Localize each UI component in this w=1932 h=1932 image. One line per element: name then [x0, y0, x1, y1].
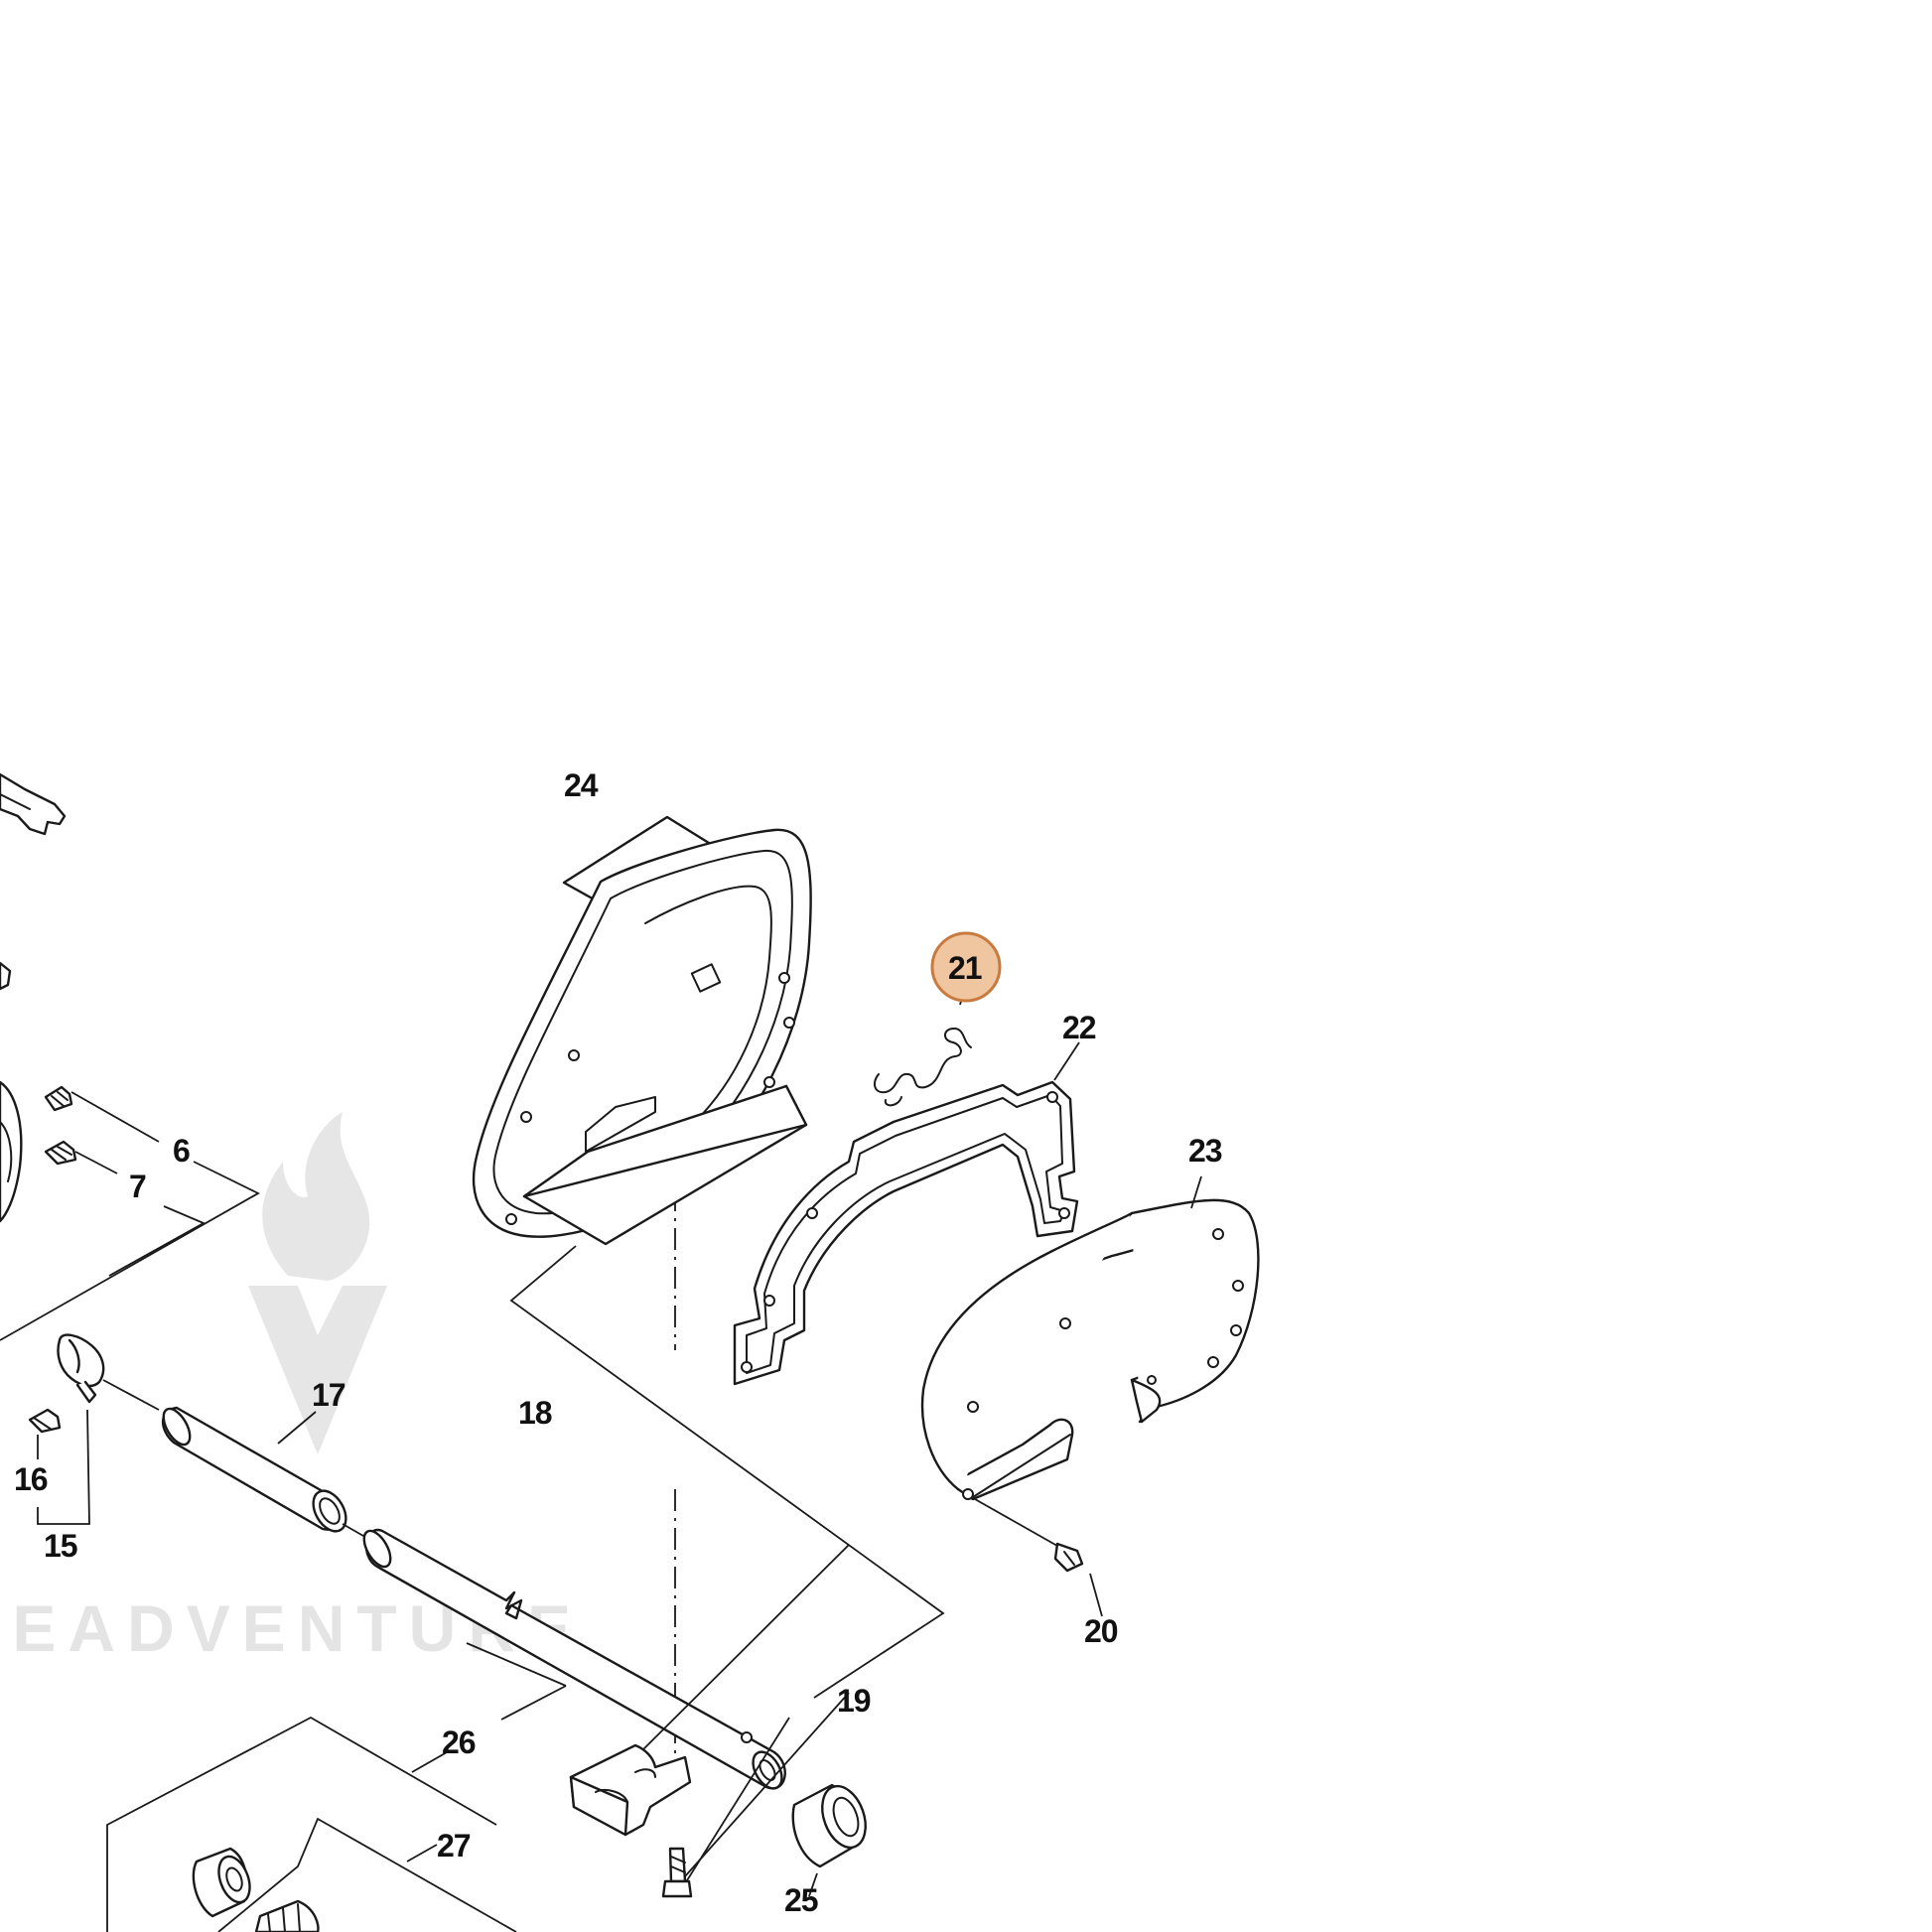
- part-19-leaders: [509, 1245, 945, 1897]
- part-6-screw: [44, 1085, 160, 1143]
- callout-23[interactable]: 23: [1188, 1133, 1223, 1169]
- part-15-clamp: [37, 1333, 160, 1525]
- flame-v-logo-icon: [248, 1112, 387, 1454]
- part-19-screw: [661, 1847, 693, 1898]
- part-27-assembly: [106, 1716, 517, 1932]
- highlight-circle[interactable]: [930, 931, 1002, 1003]
- part-20-screw: [974, 1498, 1103, 1617]
- callout-25[interactable]: 25: [784, 1882, 819, 1918]
- part-23-frame: [920, 1175, 1260, 1501]
- callout-22[interactable]: 22: [1062, 1010, 1097, 1045]
- highlight-marker-21[interactable]: [930, 931, 1002, 1003]
- partial-parts-left: [0, 772, 67, 1223]
- bracket-leaders-6-7: [0, 1161, 260, 1341]
- part-21-clip: [873, 982, 972, 1107]
- part-26-handlebar: [362, 1528, 786, 1790]
- part-18-cover: [472, 828, 812, 1246]
- callout-6[interactable]: 6: [173, 1133, 191, 1169]
- part-17-sleeve: [161, 1406, 378, 1545]
- part-25-bushing: [791, 1783, 867, 1897]
- callout-27[interactable]: 27: [437, 1828, 472, 1863]
- callout-16[interactable]: 16: [14, 1461, 49, 1497]
- part-16-screw: [28, 1408, 62, 1459]
- callout-20[interactable]: 20: [1084, 1613, 1119, 1649]
- part-7-screw: [44, 1140, 118, 1174]
- callout-21[interactable]: 21: [948, 950, 983, 986]
- callout-17[interactable]: 17: [312, 1377, 346, 1413]
- callout-labels: 24 21 22 23 6 7 17 18 16 15 20 19 26 27 …: [14, 767, 1223, 1918]
- part-19-clamp: [569, 1743, 692, 1837]
- callout-24[interactable]: 24: [564, 767, 600, 803]
- callout-18[interactable]: 18: [518, 1395, 553, 1431]
- callout-26[interactable]: 26: [442, 1725, 477, 1760]
- part-22-gasket: [733, 1041, 1080, 1386]
- callout-15[interactable]: 15: [44, 1528, 78, 1564]
- callout-19[interactable]: 19: [837, 1683, 872, 1719]
- callout-7[interactable]: 7: [129, 1169, 147, 1204]
